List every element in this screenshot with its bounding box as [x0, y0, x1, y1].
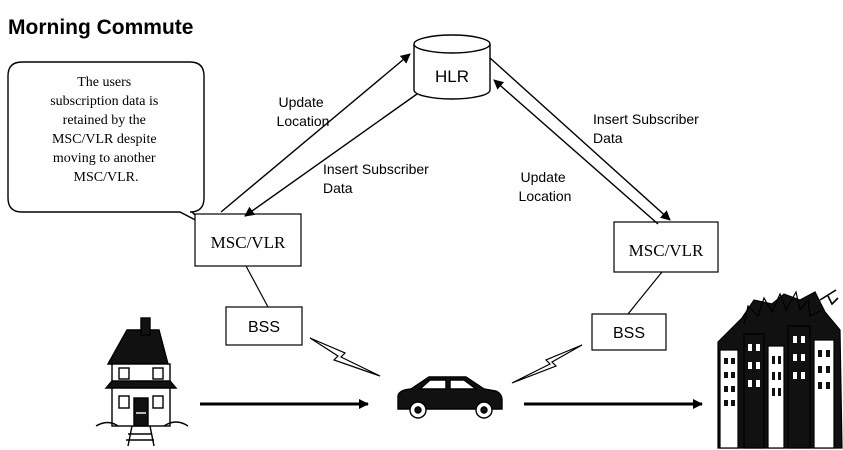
callout-bubble: The users subscription data is retained … — [7, 61, 206, 226]
bss-right-node: BSS — [591, 271, 667, 351]
bss-left-node: BSS — [225, 265, 303, 346]
callout-line: moving to another — [53, 151, 156, 166]
hlr-node: HLR — [413, 34, 491, 100]
car-icon — [397, 376, 503, 419]
page-title: Morning Commute — [8, 16, 193, 39]
callout-line: MSC/VLR despite — [52, 132, 157, 147]
signalling-arrows — [220, 53, 671, 225]
update-location-label-right: Update Location — [519, 169, 572, 204]
callout-line: The users — [77, 75, 131, 90]
insert-subscriber-label-right: Insert Subscriber Data — [593, 111, 703, 146]
house-icon — [95, 317, 189, 447]
update-location-arrow-right — [493, 79, 659, 225]
callout-line: MSC/VLR. — [74, 170, 139, 185]
msc-vlr-left-label: MSC/VLR — [211, 233, 286, 252]
lightning-icon — [309, 337, 381, 377]
bss-left-label: BSS — [248, 319, 280, 336]
svg-text:The users subscription d: The users subscription data is retained … — [50, 75, 162, 185]
hlr-label: HLR — [435, 67, 469, 86]
city-buildings-icon — [717, 289, 843, 449]
insert-subscriber-arrow-right — [489, 57, 671, 221]
msc-vlr-left-node: MSC/VLR — [194, 213, 302, 267]
insert-subscriber-arrow-left — [244, 93, 418, 217]
msc-vlr-right-node: MSC/VLR — [613, 221, 719, 273]
update-location-label-left: Update Location — [277, 94, 330, 129]
callout-line: retained by the — [63, 113, 146, 128]
bss-right-label: BSS — [613, 325, 645, 342]
insert-subscriber-label-left: Insert Subscriber Data — [323, 161, 433, 196]
callout-line: subscription data is — [50, 94, 158, 109]
update-location-arrow-left — [220, 53, 411, 213]
lightning-icon — [511, 344, 583, 384]
msc-vlr-right-label: MSC/VLR — [629, 241, 704, 260]
